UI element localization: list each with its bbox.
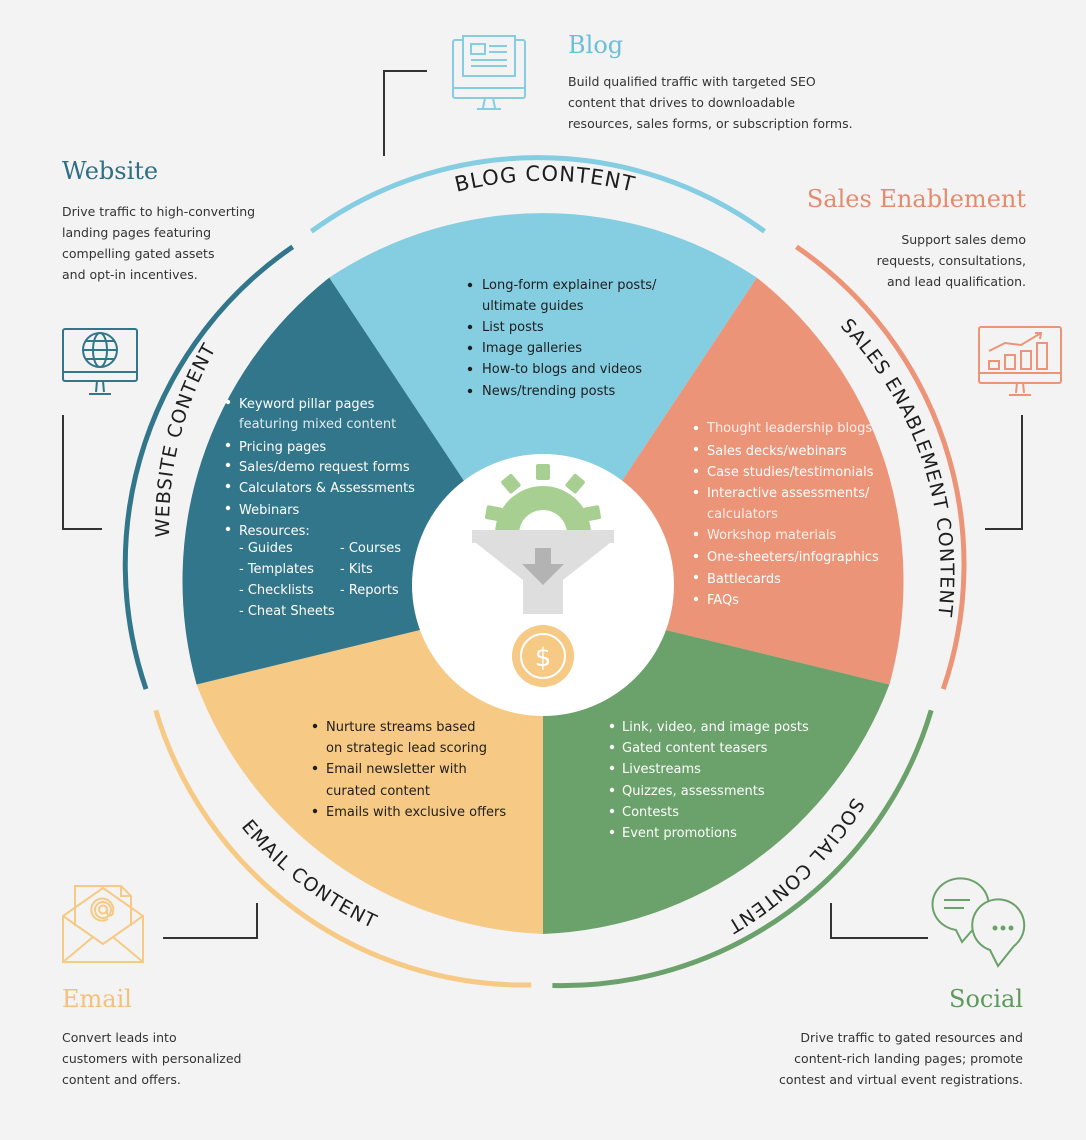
blog-title: Blog [568, 31, 624, 59]
list-item: Sales decks/webinars [707, 444, 847, 459]
down-arrow-icon [522, 548, 564, 585]
resource-item: - Checklists [239, 583, 314, 598]
list-item: curated content [326, 784, 430, 799]
list-item: Case studies/testimonials [707, 465, 874, 480]
svg-text:$: $ [535, 643, 552, 673]
blog-content-list: Long-form explainer posts/ ultimate guid… [467, 278, 657, 399]
list-item: Contests [622, 805, 679, 820]
list-item: Calculators & Assessments [239, 481, 415, 496]
list-item: FAQs [707, 593, 739, 608]
list-item: Long-form explainer posts/ [482, 278, 657, 293]
list-item: News/trending posts [482, 384, 615, 399]
email-title: Email [62, 985, 132, 1013]
dollar-coin-icon: $ [512, 625, 574, 687]
sales-ring-arc [794, 244, 967, 690]
social-title: Social [949, 985, 1023, 1013]
list-item: on strategic lead scoring [326, 741, 487, 756]
gear-icon [484, 464, 602, 534]
list-item: Battlecards [707, 572, 781, 587]
sales-callout: Sales Enablement Support sales demo requ… [807, 185, 1026, 292]
sales-title: Sales Enablement [806, 185, 1026, 213]
blog-segment [329, 213, 757, 600]
email-segment [196, 600, 543, 934]
list-item: Image galleries [482, 341, 582, 356]
website-content-list: Keyword pillar pages featuring mixed con… [225, 397, 415, 619]
website-connector [62, 415, 102, 530]
list-item: Interactive assessments/ [707, 486, 870, 501]
website-title: Website [62, 157, 159, 185]
website-description: Drive traffic to high-converting landing… [62, 204, 256, 282]
list-item: Pricing pages [239, 440, 326, 455]
email-envelope-icon [62, 885, 144, 963]
social-content-list: Link, video, and image posts Gated conte… [609, 720, 809, 841]
list-item: Quizzes, assessments [622, 784, 765, 799]
blog-ring-arc [309, 155, 767, 234]
email-ring-arc [153, 709, 532, 988]
social-description: Drive traffic to gated resources and con… [778, 1030, 1023, 1087]
email-callout: Email Convert leads into customers with … [62, 985, 241, 1090]
growth-chart-icon [978, 326, 1062, 396]
list-item: Keyword pillar pages [239, 397, 375, 412]
website-ring-arc [122, 244, 295, 690]
resource-item: - Courses [340, 541, 401, 556]
list-item: Thought leadership blogs [706, 421, 872, 436]
website-callout: Website Drive traffic to high-converting… [62, 157, 255, 285]
list-item: Event promotions [622, 826, 737, 841]
list-item: One-sheeters/infographics [707, 550, 879, 565]
resource-item: - Cheat Sheets [239, 604, 335, 619]
list-item: Gated content teasers [622, 741, 768, 756]
sales-description: Support sales demo requests, consultatio… [876, 232, 1026, 289]
resource-item: - Guides [239, 541, 293, 556]
social-ring-arc [552, 709, 934, 989]
list-item: calculators [707, 507, 778, 522]
list-item: How-to blogs and videos [482, 362, 642, 377]
globe-monitor-icon [62, 328, 138, 395]
list-item: Nurture streams based [326, 720, 476, 735]
list-item: Webinars [239, 503, 300, 518]
social-callout: Social Drive traffic to gated resources … [779, 985, 1023, 1090]
list-item: List posts [482, 320, 544, 335]
list-item: Email newsletter with [326, 762, 467, 777]
list-item: ultimate guides [482, 299, 584, 314]
sales-connector [985, 415, 1023, 530]
list-item: Link, video, and image posts [622, 720, 809, 735]
list-item: Livestreams [622, 762, 701, 777]
email-content-list: Nurture streams based on strategic lead … [312, 720, 506, 820]
blog-connector [383, 70, 427, 156]
list-item: featuring mixed content [239, 417, 396, 432]
blog-screen-icon [452, 35, 526, 110]
list-item: Workshop materials [707, 528, 837, 543]
email-description: Convert leads into customers with person… [62, 1030, 242, 1087]
resource-item: - Templates [239, 562, 314, 577]
resource-item: - Reports [340, 583, 399, 598]
blog-callout: Blog Build qualified traffic with target… [568, 31, 853, 134]
social-connector [830, 903, 928, 939]
chat-bubbles-icon [931, 877, 1026, 968]
list-item: Sales/demo request forms [239, 460, 410, 475]
email-connector [163, 903, 258, 939]
resource-item: - Kits [340, 562, 373, 577]
sales-content-list: Thought leadership blogs Sales decks/web… [693, 421, 879, 608]
blog-description: Build qualified traffic with targeted SE… [568, 74, 853, 131]
list-item: Emails with exclusive offers [326, 805, 506, 820]
social-segment [543, 600, 890, 934]
list-item: Resources: [239, 524, 310, 539]
